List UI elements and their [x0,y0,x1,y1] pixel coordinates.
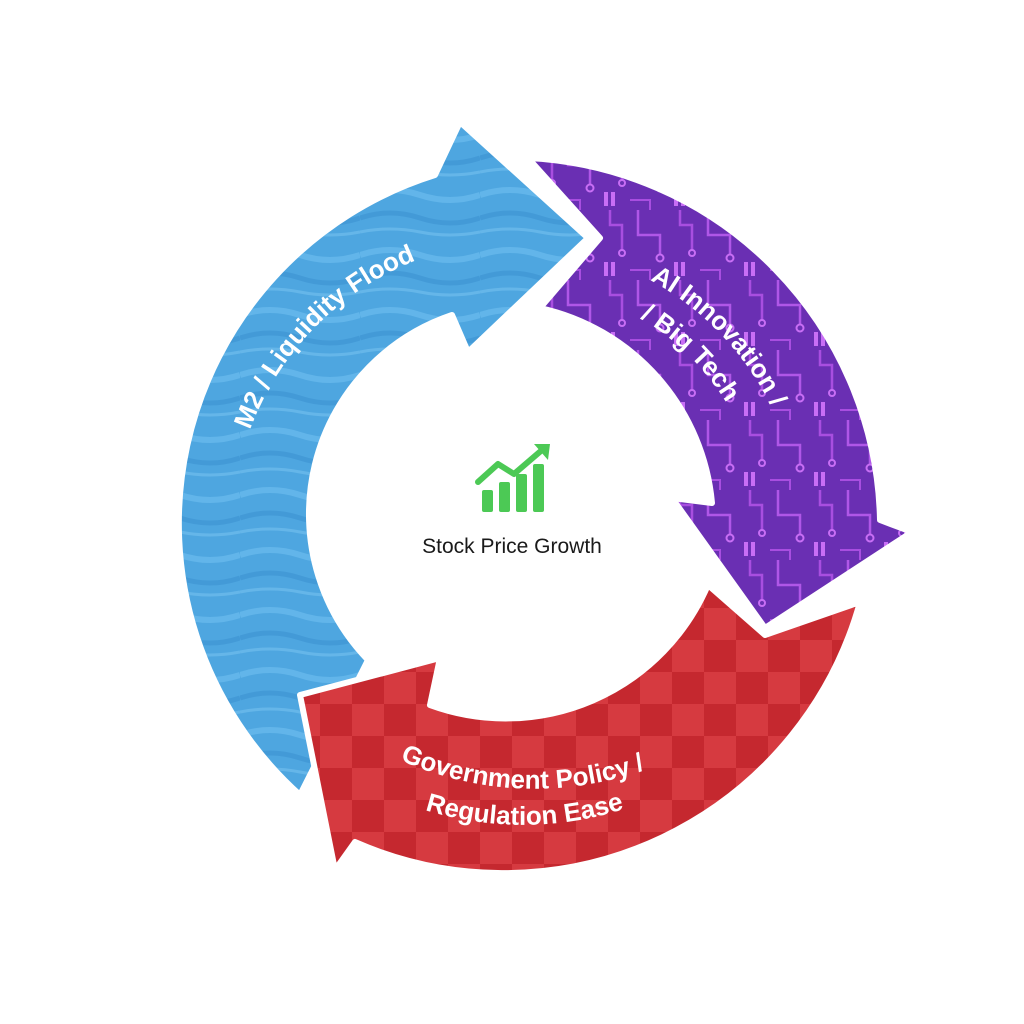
center-hub: Stock Price Growth [422,444,602,558]
ai-innovation-arrow: AI Innovation / / Big Tech [525,155,915,631]
center-title: Stock Price Growth [422,535,602,558]
policy-arrow-shape [297,582,863,877]
ai-innovation-arrow-shape [525,155,915,631]
policy-arrow: Government Policy / Regulation Ease [297,582,863,877]
chart-up-icon [475,444,550,512]
liquidity-arrow-shape [175,119,591,798]
